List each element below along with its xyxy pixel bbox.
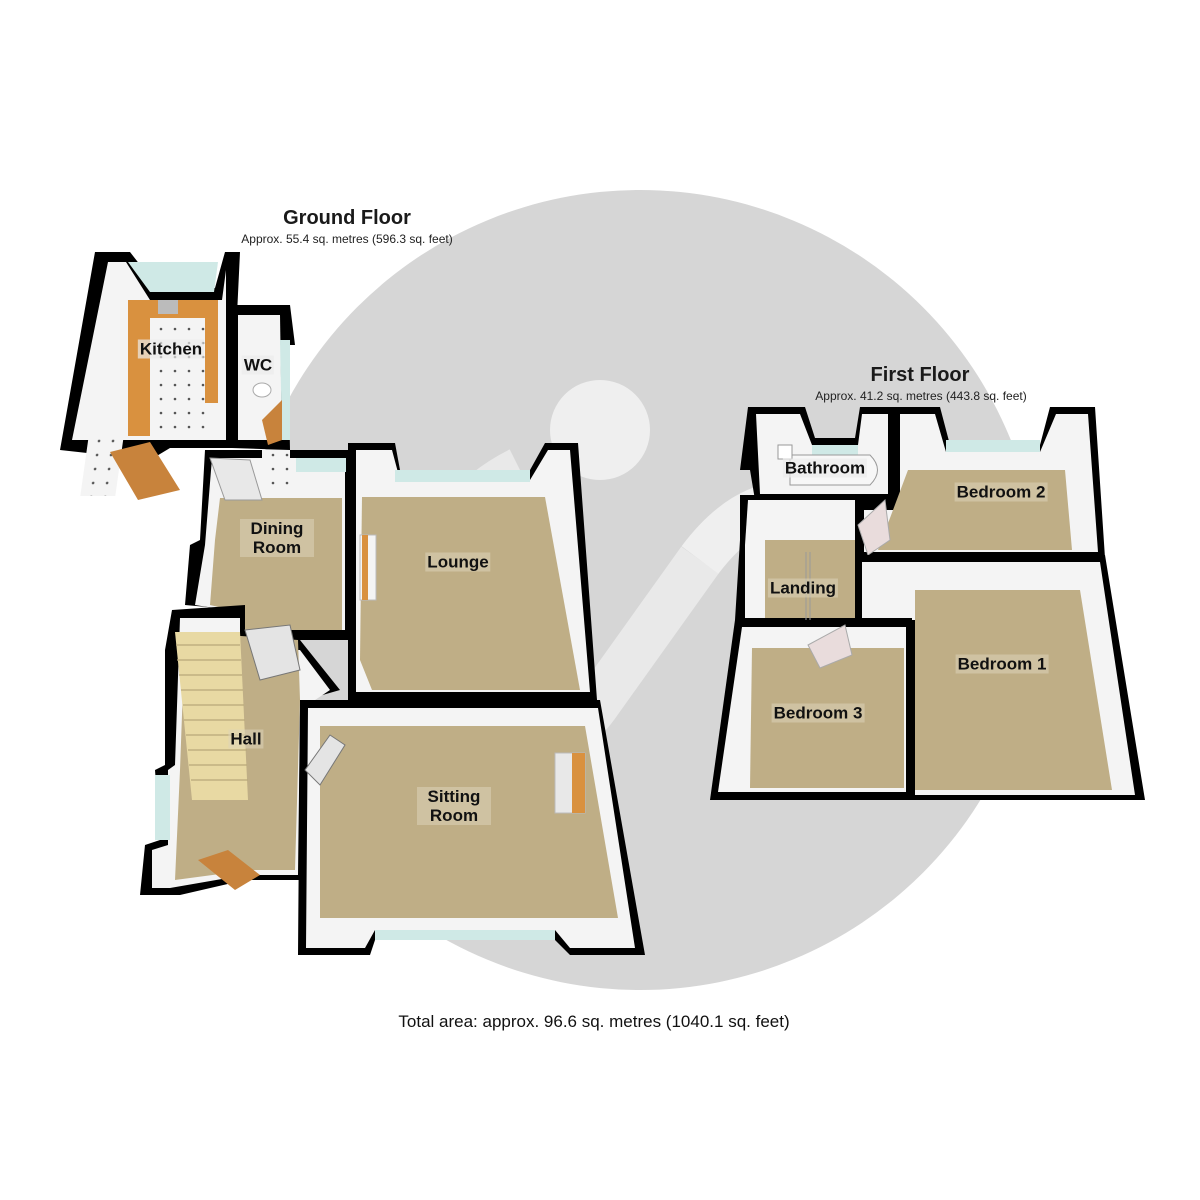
room-label-bedroom-1: Bedroom 1	[955, 654, 1049, 674]
room-label-bathroom: Bathroom	[782, 458, 868, 478]
wc-door-icon	[262, 400, 282, 445]
ground-floor-title: Ground Floor	[283, 207, 411, 229]
first-floor-title: First Floor	[870, 364, 970, 386]
first-floor-area: Approx. 41.2 sq. metres (443.8 sq. feet)	[815, 389, 1027, 403]
room-label-kitchen: Kitchen	[137, 339, 205, 359]
room-label-wc: WC	[241, 355, 275, 375]
room-label-landing: Landing	[767, 578, 839, 598]
back-door-icon	[110, 442, 180, 500]
sitting-room	[298, 700, 645, 955]
bedroom-1-room	[855, 555, 1145, 800]
front-door-icon	[198, 850, 260, 890]
first-floor-plan	[710, 407, 1145, 800]
total-area-caption: Total area: approx. 96.6 sq. metres (104…	[398, 1012, 790, 1031]
room-label-bedroom-2: Bedroom 2	[954, 482, 1048, 502]
room-label-dining-room: Dining Room	[240, 519, 314, 557]
bay-window-icon	[244, 624, 301, 681]
hall-room	[140, 605, 340, 895]
sitting-room-name: Sitting Room	[427, 787, 481, 825]
room-label-bedroom-3: Bedroom 3	[771, 703, 865, 723]
room-label-hall: Hall	[228, 729, 264, 749]
dining-room-name: Dining Room	[250, 519, 304, 557]
room-label-sitting-room: Sitting Room	[417, 787, 491, 825]
lounge-room	[348, 443, 597, 700]
staircase-icon	[175, 632, 248, 800]
landing-door-icon	[857, 498, 891, 556]
wc-room	[230, 305, 295, 450]
room-label-lounge: Lounge	[425, 552, 491, 572]
ground-floor-area: Approx. 55.4 sq. metres (596.3 sq. feet)	[241, 232, 453, 246]
